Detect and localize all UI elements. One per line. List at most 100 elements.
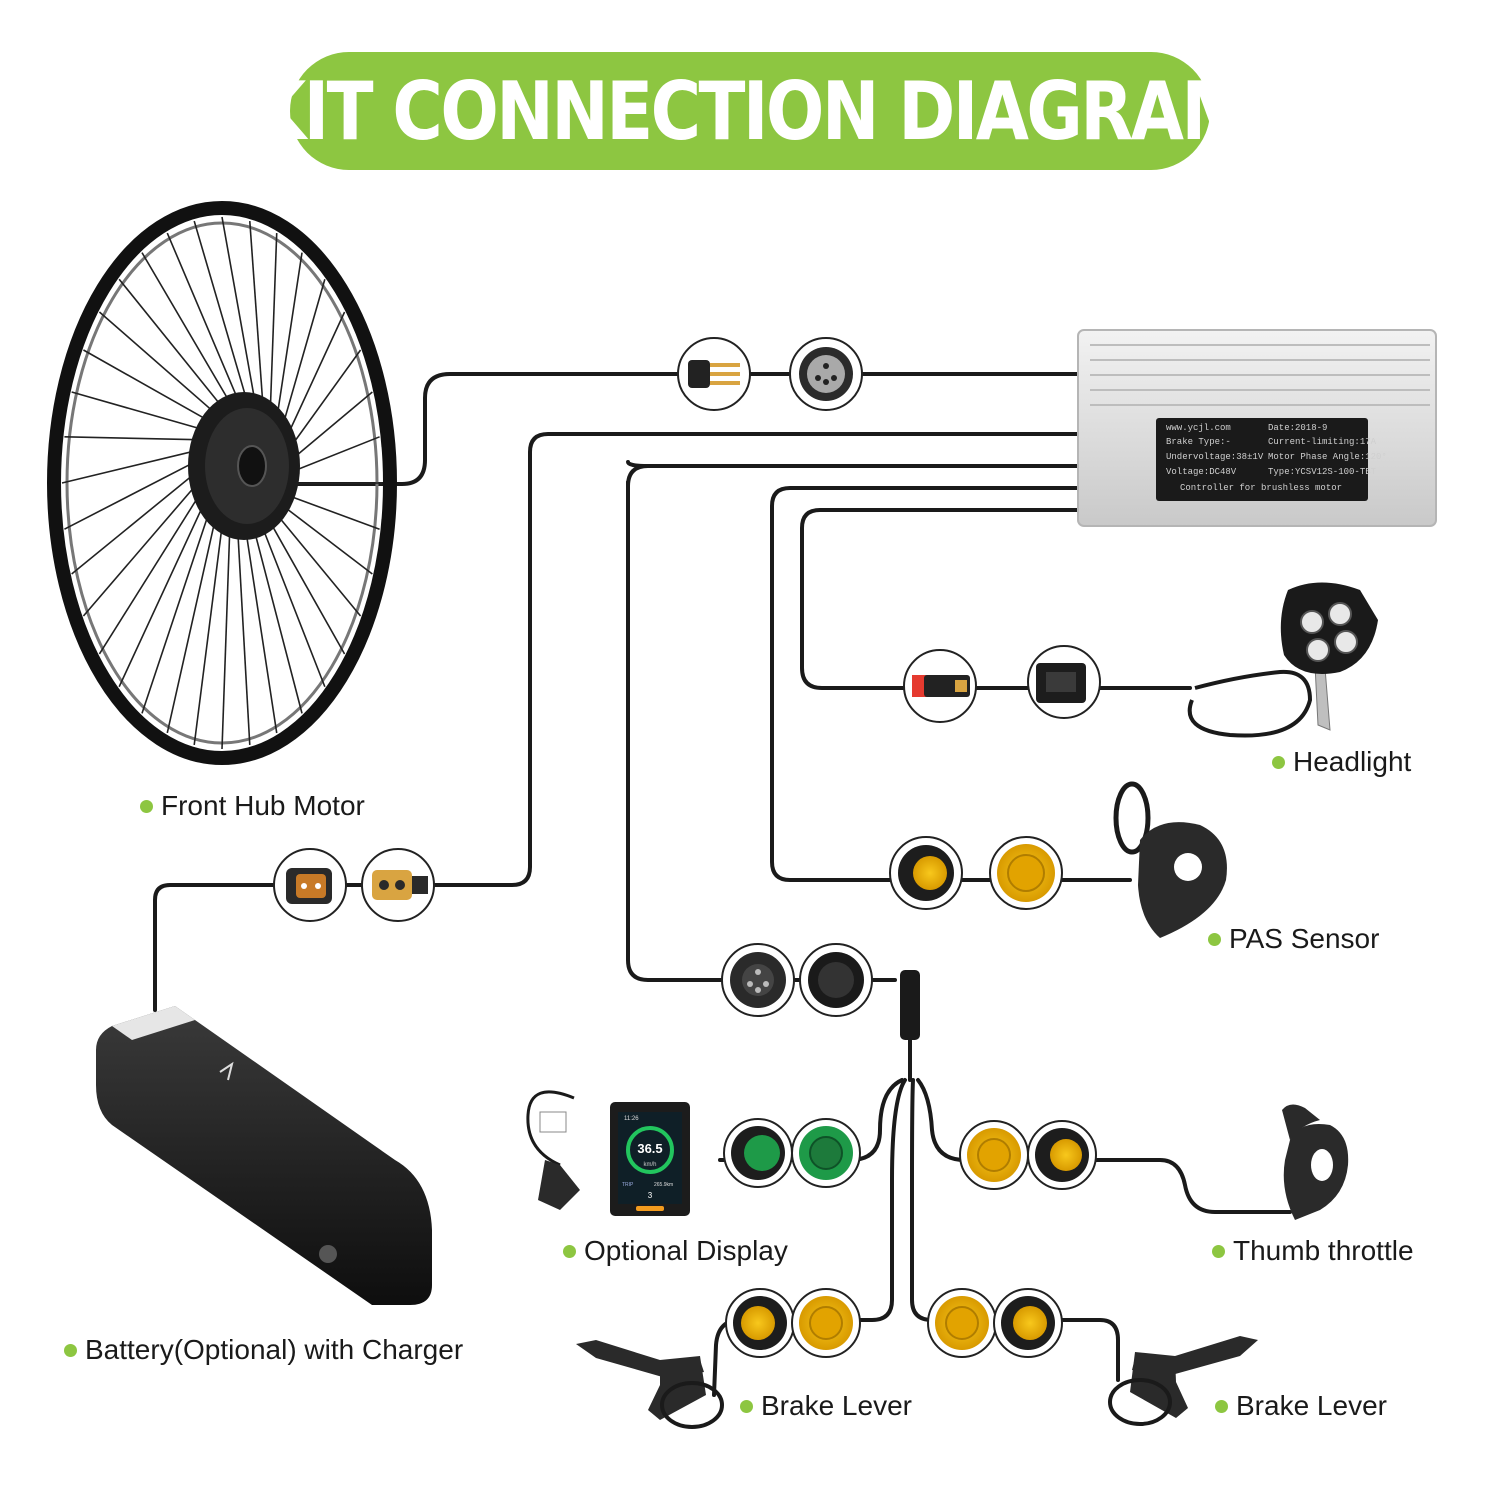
battery (96, 1006, 432, 1305)
display-trip-value: 265.9km (654, 1182, 673, 1188)
controller-plate-line5: Motor Phase Angle:120° (1268, 452, 1387, 462)
throttle-connector-male (1027, 1120, 1097, 1190)
wheel-spoke (98, 311, 225, 422)
display-trip-label: TRIP (622, 1182, 634, 1188)
display-bus-wire-2 (626, 464, 650, 488)
wheel-spoke (280, 311, 346, 449)
label-brake-lever-right: Brake Lever (1215, 1390, 1387, 1422)
wheel-spoke (273, 252, 303, 433)
display-unit: km/h (643, 1162, 656, 1168)
bullet-dot (64, 1343, 77, 1357)
label-text: Brake Lever (1236, 1390, 1387, 1421)
wheel-spoke (64, 456, 205, 530)
wheel-spoke (278, 491, 380, 530)
wheel-spoke (193, 510, 225, 746)
wheel-spoke (263, 510, 346, 655)
battery-connector-male (361, 848, 435, 922)
label-text: Battery(Optional) with Charger (85, 1334, 464, 1365)
harness-throttle (916, 1078, 1292, 1214)
controller-plate-line4: Undervoltage:38±1V (1166, 452, 1264, 462)
wheel-spoke (282, 349, 362, 458)
wheel-spoke (166, 232, 245, 415)
harness-brake-left (712, 1078, 907, 1397)
wheel-spoke (250, 517, 303, 714)
controller-plate-line3: Type:YCSV12S-100-TBT (1268, 467, 1377, 477)
wheel-spoke (248, 220, 265, 422)
wheel-spoke (256, 514, 326, 688)
label-text: Brake Lever (761, 1390, 912, 1421)
bullet-dot (1215, 1399, 1228, 1413)
brake-lever-left (576, 1340, 724, 1429)
wheel-spoke (141, 252, 238, 416)
pas-connector-female (989, 836, 1063, 910)
label-text: Optional Display (584, 1235, 788, 1266)
bullet-dot (140, 799, 153, 813)
controller-plate-line1: Controller for brushless motor (1180, 483, 1342, 493)
brake-right-connector-female (927, 1288, 997, 1358)
wheel-spoke (83, 349, 219, 427)
headlight-connector-male (903, 649, 977, 723)
label-text: Headlight (1293, 746, 1412, 777)
controller: Controller for brushless motor Voltage:D… (1077, 329, 1437, 527)
controller-plate-line2: Voltage:DC48V (1166, 467, 1237, 477)
thumb-throttle (1282, 1104, 1349, 1220)
label-text: Front Hub Motor (161, 790, 365, 821)
wheel-spoke (193, 220, 252, 416)
label-text: PAS Sensor (1229, 923, 1380, 954)
display-time: 11:26 (624, 1116, 639, 1122)
wheel-spoke (141, 499, 215, 714)
bullet-dot (1212, 1244, 1225, 1258)
wheel-spoke (118, 278, 231, 418)
display-speed: 36.5 (637, 1141, 662, 1156)
pas-sensor (1113, 781, 1227, 938)
bullet-dot (1208, 932, 1221, 946)
battery-connector-female (273, 848, 347, 922)
wheel-spoke (71, 391, 214, 434)
label-front-hub-motor: Front Hub Motor (140, 790, 365, 822)
wheel-spoke (269, 505, 362, 617)
wheel-spoke (236, 517, 251, 746)
wheel-spoke (118, 491, 211, 688)
wheel-spoke (277, 279, 326, 441)
wheel-spoke (98, 483, 208, 655)
motor-connector-male (677, 337, 751, 411)
battery-wire (153, 432, 1092, 1012)
headlight-wire (800, 508, 1192, 690)
headlight-connector-female (1027, 645, 1101, 719)
display-connector-female (791, 1118, 861, 1188)
display-assist-level: 3 (648, 1191, 653, 1200)
controller-plate-line7: Current-limiting:17A (1268, 437, 1377, 447)
optional-display: 36.5 km/h 11:26 TRIP 265.9km 3 (526, 1090, 690, 1216)
wheel-spoke (274, 498, 373, 575)
display-connector-male (723, 1118, 793, 1188)
bullet-dot (563, 1244, 576, 1258)
bullet-dot (1272, 755, 1285, 769)
motor-wire (288, 372, 1092, 486)
wheel-spoke (82, 474, 206, 617)
controller-plate-line6: Brake Type:- (1166, 437, 1231, 447)
label-headlight: Headlight (1272, 746, 1411, 778)
title-banner: KIT CONNECTION DIAGRAM (253, 52, 1250, 170)
brake-left-connector-female (791, 1288, 861, 1358)
pas-connector-male (889, 836, 963, 910)
bullet-dot (740, 1399, 753, 1413)
motor-connector-female (789, 337, 863, 411)
headlight (1187, 582, 1378, 738)
brake-left-connector-male (725, 1288, 795, 1358)
brake-lever-right (1108, 1336, 1258, 1426)
wheel-spoke (268, 233, 278, 427)
label-battery: Battery(Optional) with Charger (64, 1334, 463, 1366)
wheel-spoke (243, 517, 278, 734)
label-brake-lever-left: Brake Lever (740, 1390, 912, 1422)
wheel-spoke (166, 505, 220, 734)
harness-brake-right (910, 1078, 1120, 1382)
throttle-connector-female (959, 1120, 1029, 1190)
wheel-spoke (71, 465, 205, 575)
controller-plate-line8: www.ycjl.com (1166, 423, 1231, 433)
display-bus-connector-female (721, 943, 795, 1017)
label-thumb-throttle: Thumb throttle (1212, 1235, 1414, 1267)
wheel-spoke (64, 436, 210, 441)
pas-wire (770, 486, 1132, 882)
label-text: Thumb throttle (1233, 1235, 1414, 1266)
